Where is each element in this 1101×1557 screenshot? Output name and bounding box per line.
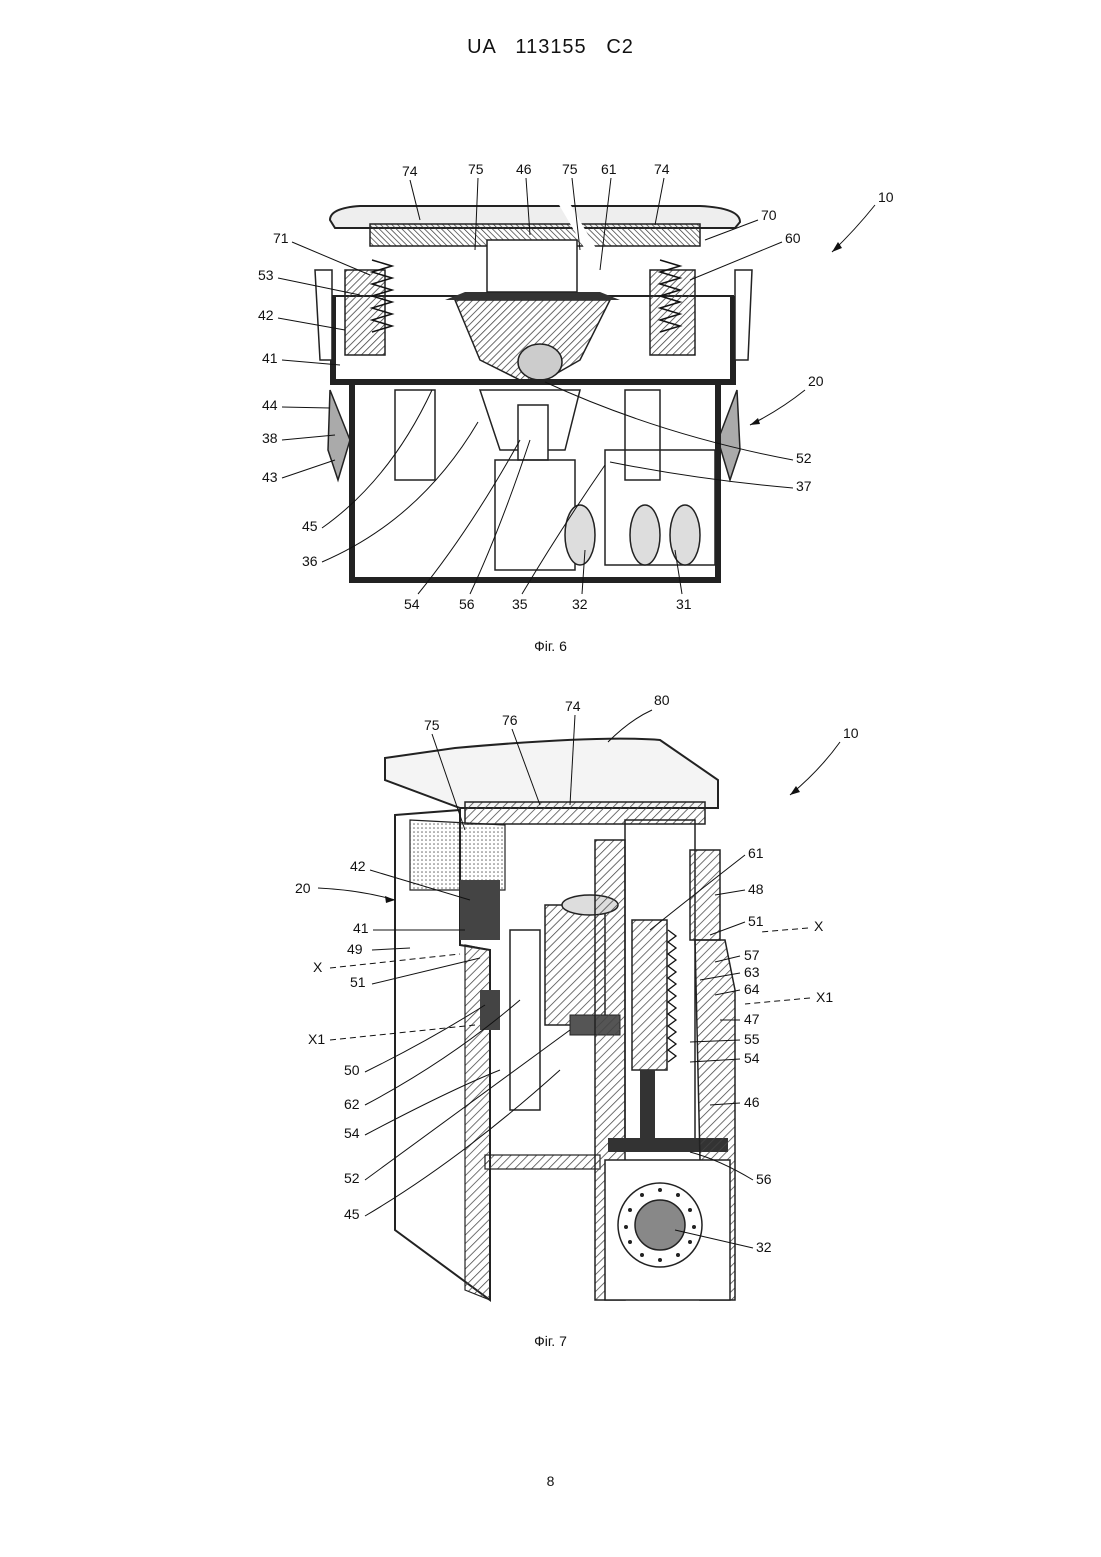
label: 50 bbox=[344, 1062, 360, 1078]
label: 49 bbox=[347, 941, 363, 957]
label: 42 bbox=[350, 858, 366, 874]
label: 75 bbox=[424, 717, 440, 733]
label: 45 bbox=[344, 1206, 360, 1222]
figure-7-caption: Фіг. 7 bbox=[0, 1333, 1101, 1349]
label: 37 bbox=[796, 478, 812, 494]
label: 57 bbox=[744, 947, 760, 963]
label: 70 bbox=[761, 207, 777, 223]
figure-7-svg: 75 76 74 80 10 20 61 42 48 41 51 X 49 57… bbox=[0, 690, 1101, 1320]
label: 46 bbox=[744, 1094, 760, 1110]
label: X bbox=[313, 959, 323, 975]
figure-7-drawing: 75 76 74 80 10 20 61 42 48 41 51 X 49 57… bbox=[0, 690, 1101, 1320]
label: 60 bbox=[785, 230, 801, 246]
label: 76 bbox=[502, 712, 518, 728]
label: 32 bbox=[572, 596, 588, 612]
label: 74 bbox=[565, 698, 581, 714]
figure-6-caption: Фіг. 6 bbox=[0, 638, 1101, 654]
label: 80 bbox=[654, 692, 670, 708]
label: 56 bbox=[459, 596, 475, 612]
label: 51 bbox=[350, 974, 366, 990]
label: 48 bbox=[748, 881, 764, 897]
label: 64 bbox=[744, 981, 760, 997]
label: 63 bbox=[744, 964, 760, 980]
label: 61 bbox=[601, 161, 617, 177]
label: 47 bbox=[744, 1011, 760, 1027]
label: 52 bbox=[796, 450, 812, 466]
label: X1 bbox=[308, 1031, 325, 1047]
label: 75 bbox=[562, 161, 578, 177]
label: 46 bbox=[516, 161, 532, 177]
label: 54 bbox=[404, 596, 420, 612]
label: 20 bbox=[295, 880, 311, 896]
label: 44 bbox=[262, 397, 278, 413]
label: 20 bbox=[808, 373, 824, 389]
label: 42 bbox=[258, 307, 274, 323]
label: 10 bbox=[843, 725, 859, 741]
label: 32 bbox=[756, 1239, 772, 1255]
figure-6-svg: 74 75 46 75 61 74 70 10 71 60 53 42 41 2… bbox=[0, 150, 1101, 620]
label: 31 bbox=[676, 596, 692, 612]
label: 41 bbox=[262, 350, 278, 366]
label: 71 bbox=[273, 230, 289, 246]
label: 41 bbox=[353, 920, 369, 936]
figure-6-drawing: 74 75 46 75 61 74 70 10 71 60 53 42 41 2… bbox=[0, 150, 1101, 620]
label: 10 bbox=[878, 189, 894, 205]
label: 61 bbox=[748, 845, 764, 861]
label: 74 bbox=[402, 163, 418, 179]
patent-header: UA 113155 C2 bbox=[0, 36, 1101, 59]
label: 74 bbox=[654, 161, 670, 177]
label: 52 bbox=[344, 1170, 360, 1186]
label: 75 bbox=[468, 161, 484, 177]
label: X1 bbox=[816, 989, 833, 1005]
label: 55 bbox=[744, 1031, 760, 1047]
label: 38 bbox=[262, 430, 278, 446]
label: 51 bbox=[748, 913, 764, 929]
label: 53 bbox=[258, 267, 274, 283]
label: 62 bbox=[344, 1096, 360, 1112]
label: 36 bbox=[302, 553, 318, 569]
label: 45 bbox=[302, 518, 318, 534]
label: 43 bbox=[262, 469, 278, 485]
page-number: 8 bbox=[0, 1473, 1101, 1489]
label: 35 bbox=[512, 596, 528, 612]
label: X bbox=[814, 918, 824, 934]
label: 54 bbox=[744, 1050, 760, 1066]
label: 54 bbox=[344, 1125, 360, 1141]
label: 56 bbox=[756, 1171, 772, 1187]
